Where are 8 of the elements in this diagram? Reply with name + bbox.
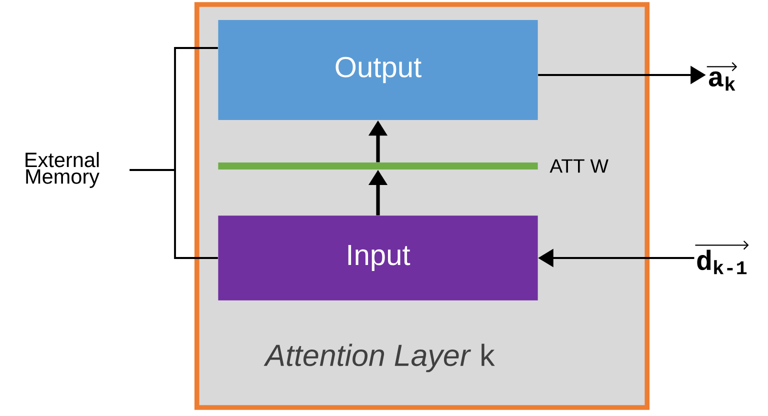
bar-label: ATT W xyxy=(550,159,608,173)
memory-label: External Memory xyxy=(26,152,100,188)
output-vector-label: a$_{k}$ xyxy=(708,71,736,91)
bracket-line xyxy=(130,169,218,259)
weight-bar xyxy=(218,162,538,170)
output-box: Output xyxy=(218,20,538,120)
input-box: Input xyxy=(218,216,538,300)
input-vector-label: d$_{k-1}$ xyxy=(697,250,747,274)
